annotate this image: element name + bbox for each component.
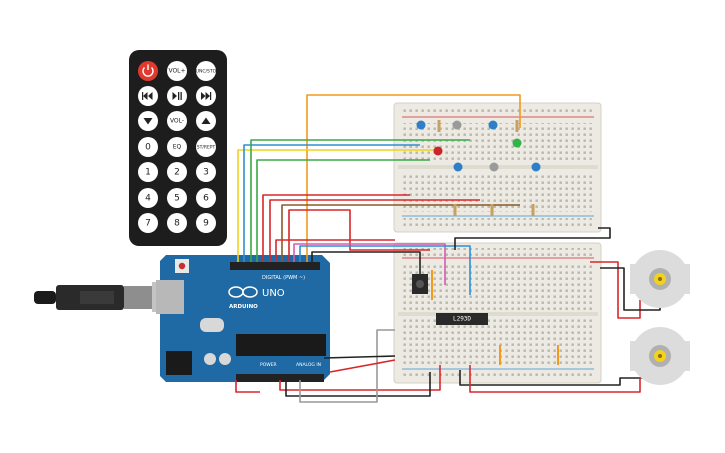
led-gray-2: [489, 162, 499, 172]
led-blue-4: [531, 162, 541, 172]
power-icon: [142, 64, 154, 77]
vol-down-button[interactable]: [167, 111, 187, 131]
vol-up-button[interactable]: [167, 61, 187, 81]
digital-label: DIGITAL (PWM ~): [262, 275, 305, 281]
atmega-chip: [236, 334, 326, 356]
leds: [416, 120, 541, 172]
digit-8-button[interactable]: [167, 213, 187, 233]
dc-motor-1[interactable]: [630, 250, 690, 308]
rewind-bar-icon: [142, 92, 144, 100]
digit-4-button[interactable]: [138, 188, 158, 208]
breadboard-bottom[interactable]: [393, 242, 602, 384]
digit-1-label: 1: [145, 168, 151, 178]
digit-6-label: 6: [203, 194, 209, 204]
digital-header: [230, 262, 320, 270]
func-stop-label: FUNC/STOP: [193, 69, 219, 75]
led-green-1: [512, 138, 522, 148]
arduino-brand: ARDUINO: [229, 304, 258, 310]
power-button[interactable]: [138, 61, 158, 81]
digit-7-button[interactable]: [138, 213, 158, 233]
rewind-icon: [143, 92, 153, 100]
vol-up-label: VOL+: [168, 68, 185, 75]
digit-3-button[interactable]: [196, 162, 216, 182]
vol-down-label: VOL-: [170, 118, 184, 125]
driver-ic-label: L293D: [453, 316, 471, 323]
play-pause-icon: [172, 92, 177, 100]
st-rept-button[interactable]: [196, 137, 216, 157]
led-blue-3: [453, 162, 463, 172]
led-blue-1: [416, 120, 426, 130]
eq-button[interactable]: [167, 137, 187, 157]
power-label: POWER: [260, 362, 277, 368]
digit-1-button[interactable]: [138, 162, 158, 182]
fast-forward-icon: [201, 92, 210, 100]
triangle-down-icon: [143, 118, 153, 125]
digit-9-label: 9: [203, 219, 209, 229]
digit-0-button[interactable]: [138, 137, 158, 157]
ir-remote[interactable]: VOL+ FUNC/STOP VOL- 0 EQ ST/REPT 1 2 3: [129, 50, 227, 246]
digit-5-button[interactable]: [167, 188, 187, 208]
ir-receiver: [412, 274, 428, 294]
resistors: [437, 120, 535, 216]
digit-0-label: 0: [145, 143, 151, 153]
analog-label: ANALOG IN: [296, 362, 321, 368]
digit-6-button[interactable]: [196, 188, 216, 208]
func-stop-button[interactable]: [196, 61, 216, 81]
motor-driver-chip: L293D: [436, 313, 488, 325]
digit-4-label: 4: [145, 194, 151, 204]
triangle-up-icon: [201, 117, 211, 124]
arduino-model: UNO: [262, 288, 285, 299]
dc-motor-2[interactable]: [630, 327, 690, 385]
led-blue-2: [488, 120, 498, 130]
led-gray-1: [452, 120, 462, 130]
digit-7-label: 7: [145, 219, 151, 229]
digit-3-label: 3: [203, 168, 209, 178]
digit-5-label: 5: [174, 194, 180, 204]
digit-2-label: 2: [174, 168, 180, 178]
st-rept-label: ST/REPT: [197, 145, 216, 151]
eq-label: EQ: [173, 144, 182, 151]
led-red-1: [433, 146, 443, 156]
digit-8-label: 8: [174, 219, 180, 229]
usb-port: [156, 280, 184, 314]
power-jack: [166, 351, 192, 375]
analog-header: [236, 374, 324, 382]
digit-2-button[interactable]: [167, 162, 187, 182]
arduino-logo-icon: [228, 286, 258, 298]
jumper-stubs: [431, 270, 559, 365]
arduino-uno-board[interactable]: DIGITAL (PWM ~) UNO ARDUINO POWER ANALOG…: [156, 255, 330, 382]
digit-9-button[interactable]: [196, 213, 216, 233]
